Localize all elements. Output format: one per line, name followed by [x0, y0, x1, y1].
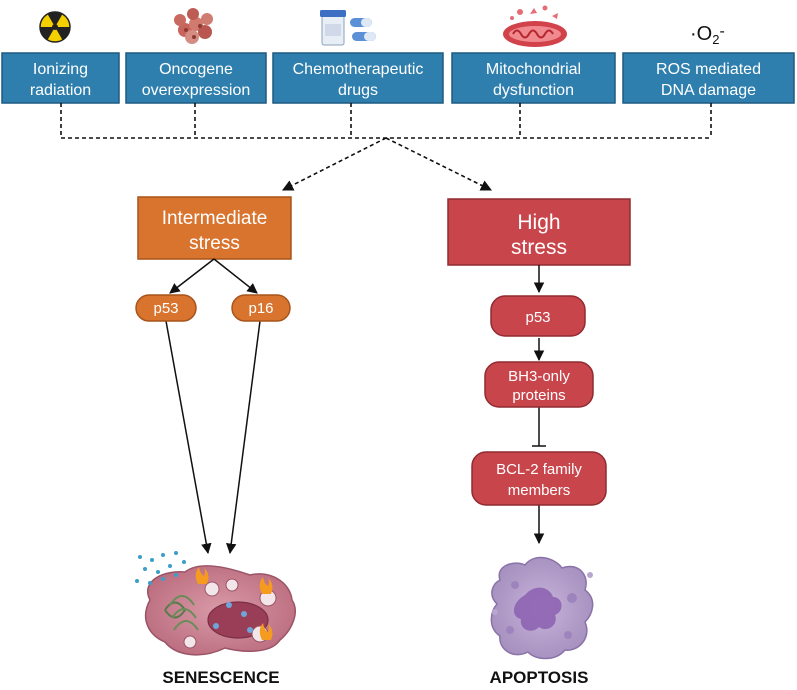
- high-arrows: [532, 265, 546, 545]
- senescence-label: SENESCENCE: [162, 668, 279, 687]
- p16-label: p16: [248, 300, 273, 317]
- bh3-label: BH3-only: [508, 368, 570, 385]
- intermediate-stress-box: Intermediate stress: [137, 196, 292, 260]
- apoptosis-label: APOPTOSIS: [490, 668, 589, 687]
- mitochondrion-icon: [503, 5, 567, 47]
- stimulus-label: overexpression: [142, 82, 251, 99]
- stimulus-label: Chemotherapeutic: [293, 61, 424, 78]
- p53-pill-high: p53: [490, 295, 586, 337]
- high-stress-box: High stress: [447, 198, 631, 266]
- intermediate-arrows: [165, 258, 261, 555]
- stimulus-mitochondrial-dysfunction: Mitochondrial dysfunction: [451, 52, 616, 104]
- superoxide-icon: ·O2-: [690, 23, 725, 47]
- stimulus-label: Mitochondrial: [486, 61, 581, 78]
- bh3-only-proteins-box: BH3-only proteins: [484, 361, 594, 408]
- cell-cluster-icon: [174, 8, 213, 44]
- apoptotic-cell-icon: [490, 556, 594, 660]
- pill-bottle-icon: [320, 10, 376, 46]
- high-stress-label: High: [517, 211, 560, 234]
- radiation-icon: [39, 11, 71, 43]
- senescent-cell-icon: [135, 551, 296, 656]
- stimulus-label: ROS mediated: [656, 61, 761, 78]
- stimulus-label: radiation: [30, 82, 91, 99]
- stimulus-oncogene-overexpression: Oncogene overexpression: [125, 52, 267, 104]
- stimulus-label: dysfunction: [493, 82, 574, 99]
- p16-pill: p16: [231, 294, 291, 322]
- svg-text:·O2-: ·O2-: [690, 23, 725, 47]
- stimulus-label: Oncogene: [159, 61, 233, 78]
- stimulus-chemotherapeutic-drugs: Chemotherapeutic drugs: [272, 52, 444, 104]
- stimulus-ionizing-radiation: Ionizing radiation: [1, 52, 120, 104]
- stimulus-label: DNA damage: [661, 82, 756, 99]
- dashed-connectors: [60, 103, 712, 191]
- high-stress-label: stress: [511, 236, 567, 259]
- stimulus-label: drugs: [338, 82, 378, 99]
- intermediate-stress-label: stress: [189, 233, 240, 254]
- bcl2-label: BCL-2 family: [496, 461, 582, 478]
- bh3-label: proteins: [512, 387, 565, 404]
- p53-pill-intermediate: p53: [135, 294, 197, 322]
- intermediate-stress-label: Intermediate: [162, 208, 268, 229]
- bcl2-label: members: [508, 482, 571, 499]
- bcl2-family-box: BCL-2 family members: [471, 451, 607, 506]
- p53-label: p53: [153, 300, 178, 317]
- stimulus-label: Ionizing: [33, 61, 88, 78]
- p53-label: p53: [525, 309, 550, 326]
- stimulus-ros-dna-damage: ROS mediated DNA damage: [622, 52, 795, 104]
